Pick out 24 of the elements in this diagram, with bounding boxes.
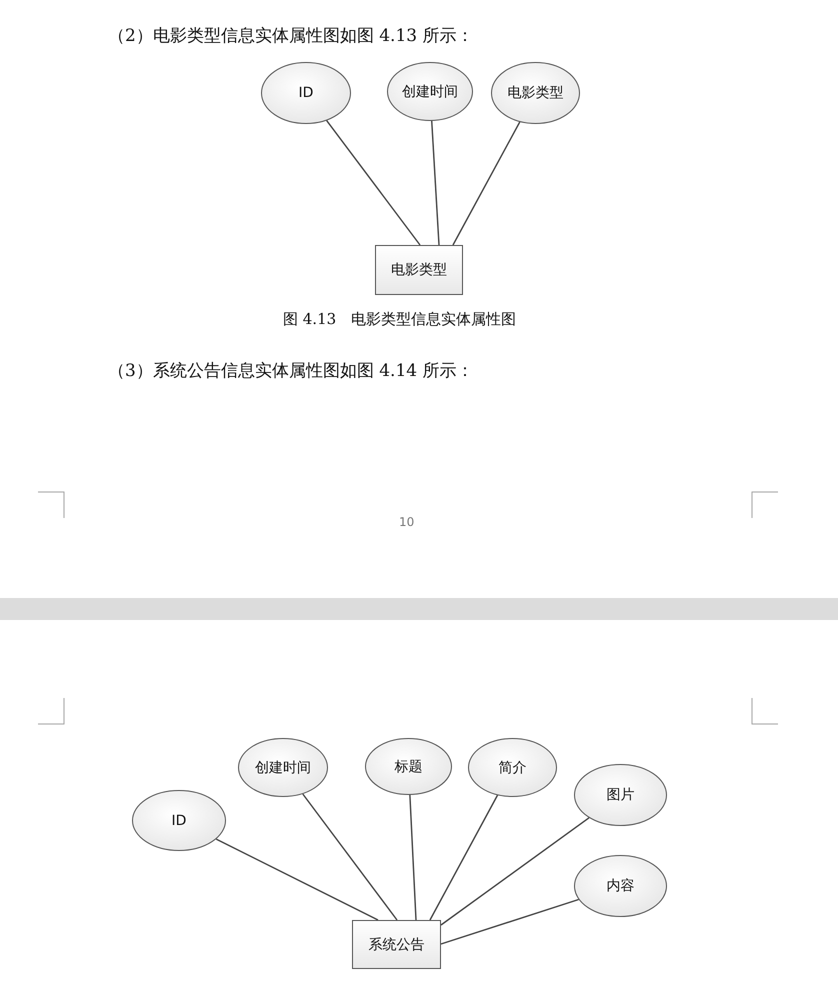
attribute-ellipse: 内容 [574,855,667,917]
entity-box: 系统公告 [352,920,441,969]
attribute-ellipse: 创建时间 [238,738,328,797]
page-number: 10 [399,515,414,529]
connector-line [440,817,590,926]
attribute-ellipse: 创建时间 [387,62,473,121]
connector-line [429,794,498,920]
connector-line [452,122,520,246]
attribute-ellipse: 电影类型 [491,62,580,124]
connector-line [216,838,378,921]
attribute-ellipse: ID [261,62,351,124]
figure-caption: 图 4.13 电影类型信息实体属性图 [283,310,516,329]
connector-line [409,794,417,920]
connector-line [302,794,398,920]
attribute-ellipse: 标题 [365,738,452,795]
attribute-ellipse: 图片 [574,764,667,826]
entity-box: 电影类型 [375,245,463,295]
connector-line [326,120,421,246]
paragraph-text: （2）电影类型信息实体属性图如图 4.13 所示： [108,25,474,47]
connector-line [440,898,579,945]
attribute-ellipse: ID [132,790,226,851]
connector-line [431,120,440,246]
attribute-ellipse: 简介 [468,738,557,797]
paragraph-text: （3）系统公告信息实体属性图如图 4.14 所示： [108,360,474,382]
